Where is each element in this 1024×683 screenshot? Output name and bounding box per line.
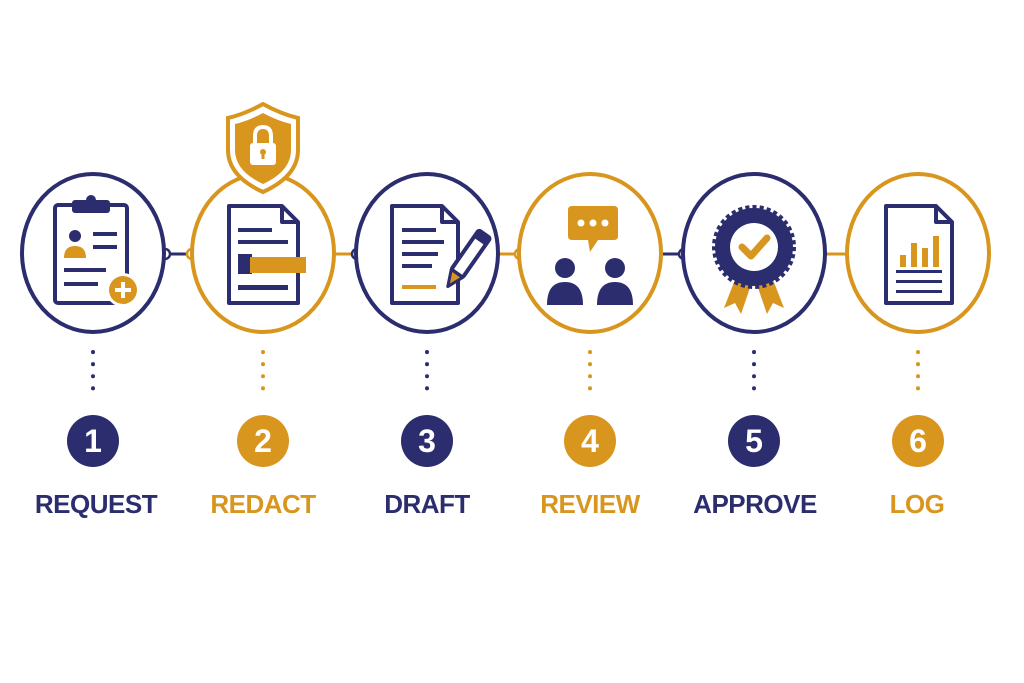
step-6-number: 6: [909, 423, 927, 459]
step-1-number: 1: [84, 423, 102, 459]
step-6-label: LOG: [890, 489, 945, 519]
step-5-label: APPROVE: [693, 489, 817, 519]
step-3-number-badge: [401, 415, 453, 467]
chat-users-icon: [547, 206, 633, 305]
step-1-number-badge: [67, 415, 119, 467]
step-4-label: REVIEW: [540, 489, 641, 519]
step-5-number: 5: [745, 423, 763, 459]
step-4-number: 4: [581, 423, 599, 459]
step-2-number: 2: [254, 423, 272, 459]
approval-badge-icon: [712, 205, 796, 314]
step-6-number-badge: [892, 415, 944, 467]
document-redact-icon: [227, 204, 306, 305]
step-4-circle: [517, 172, 663, 334]
shield-lock-icon: [226, 101, 300, 195]
step-2-number-badge: [237, 415, 289, 467]
clipboard-add-icon: [53, 195, 140, 307]
step-5-number-badge: [728, 415, 780, 467]
report-chart-icon: [884, 204, 954, 305]
step-1-label: REQUEST: [35, 489, 158, 519]
step-3-number: 3: [418, 423, 436, 459]
dotted-leaders: [91, 350, 920, 402]
step-4-number-badge: [564, 415, 616, 467]
document-pen-icon: [390, 204, 492, 305]
step-2-label: REDACT: [210, 489, 316, 519]
step-3-label: DRAFT: [384, 489, 470, 519]
number-badges: 1 2 3 4 5 6: [67, 415, 944, 467]
step-labels: REQUEST REDACT DRAFT REVIEW APPROVE LOG: [35, 489, 945, 519]
